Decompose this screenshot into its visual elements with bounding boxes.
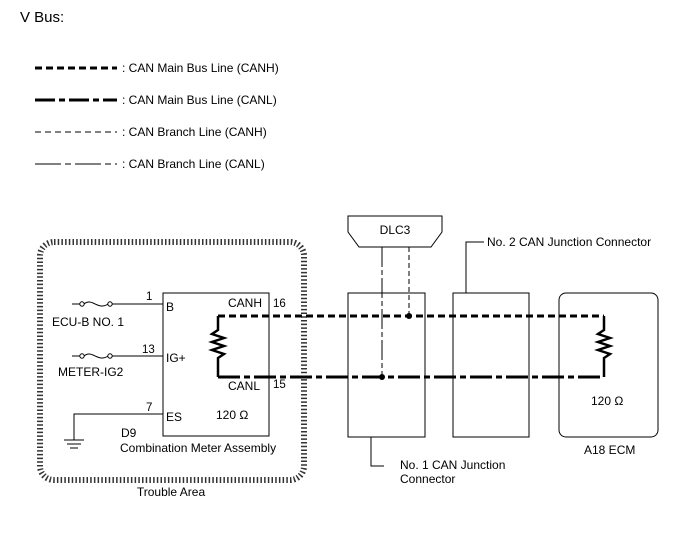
dlc3: DLC3 — [347, 215, 443, 380]
fuse2-terminal-left — [79, 353, 85, 359]
junction-1: No. 1 CAN Junction Connector — [347, 292, 505, 486]
fuse1-icon — [83, 301, 109, 307]
fuse1-terminal-right — [107, 301, 113, 307]
fuse2-terminal-right — [107, 353, 113, 359]
ecm-resistor-icon — [594, 316, 614, 377]
meter-name: Combination Meter Assembly — [120, 441, 276, 455]
legend: : CAN Main Bus Line (CANH) : CAN Main Bu… — [35, 61, 279, 171]
junction2-leader — [465, 241, 484, 293]
ground-wire — [73, 413, 163, 440]
pin-13: 13 — [142, 344, 155, 356]
connector-d9: D9 — [121, 426, 137, 440]
combination-meter: ECU-B NO. 1 1 B METER-IG2 13 IG+ 7 ES CA… — [52, 291, 286, 455]
ecm-box — [558, 292, 659, 438]
pin-1: 1 — [146, 291, 152, 303]
terminal-ig: IG+ — [166, 351, 186, 365]
fuse2-icon — [83, 353, 109, 359]
junction1-label-line2: Connector — [400, 472, 455, 486]
junction2-label: No. 2 CAN Junction Connector — [487, 235, 651, 249]
junction-2: No. 2 CAN Junction Connector — [452, 235, 651, 438]
ecm-name: A18 ECM — [584, 443, 635, 457]
ecm-resistance: 120 Ω — [591, 394, 623, 408]
meter-ig2-label: METER-IG2 — [58, 365, 124, 379]
legend-label-main-canh: : CAN Main Bus Line (CANH) — [122, 61, 279, 75]
ecm: 120 Ω A18 ECM — [558, 292, 659, 457]
meter-resistance: 120 Ω — [216, 408, 248, 422]
canl-label: CANL — [228, 379, 260, 393]
trouble-area: Trouble Area — [37, 239, 307, 499]
dlc3-connector-icon — [347, 215, 443, 248]
pin-16: 16 — [273, 298, 286, 310]
junction1-box — [347, 292, 426, 438]
legend-label-main-canl: : CAN Main Bus Line (CANL) — [122, 93, 277, 107]
meter-resistor-icon — [208, 316, 228, 377]
legend-label-branch-canl: : CAN Branch Line (CANL) — [122, 157, 265, 171]
legend-label-branch-canh: : CAN Branch Line (CANH) — [122, 125, 267, 139]
pin-7: 7 — [146, 402, 152, 414]
trouble-area-border — [37, 239, 307, 483]
terminal-b: B — [166, 300, 174, 314]
pin-15: 15 — [273, 379, 286, 391]
junction1-label-line1: No. 1 CAN Junction — [400, 458, 505, 472]
dlc3-label: DLC3 — [380, 223, 411, 237]
ecu-b-label: ECU-B NO. 1 — [52, 315, 124, 329]
diagram-title: V Bus: — [20, 9, 64, 26]
trouble-area-label: Trouble Area — [137, 485, 206, 499]
canh-label: CANH — [228, 296, 262, 310]
main-bus — [218, 314, 604, 379]
terminal-es: ES — [166, 410, 182, 424]
junction2-box — [452, 292, 530, 438]
fuse1-terminal-left — [79, 301, 85, 307]
meter-box — [162, 292, 270, 437]
junction1-leader — [370, 437, 384, 467]
